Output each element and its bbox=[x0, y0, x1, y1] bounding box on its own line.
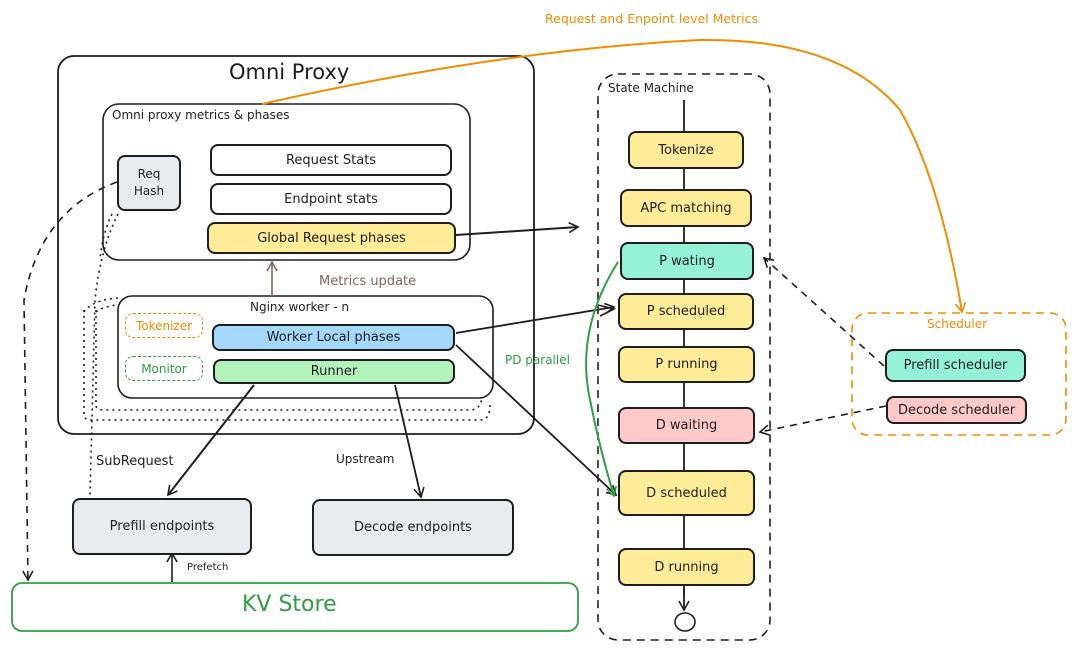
prefill-scheduler-arrow bbox=[762, 256, 885, 367]
state-label: D waiting bbox=[655, 418, 718, 433]
kv-store-label: KV Store bbox=[242, 592, 337, 617]
request-stats-label: Request Stats bbox=[285, 152, 377, 168]
decode-scheduler-label: Decode scheduler bbox=[897, 402, 1016, 418]
upstream-label: Upstream bbox=[336, 452, 395, 466]
kv-store-container bbox=[11, 582, 579, 632]
worker-stack-top bbox=[83, 297, 119, 313]
subrequest-dotted-link bbox=[89, 213, 119, 496]
state-machine-container bbox=[597, 73, 771, 641]
worker-stack-outline-1 bbox=[95, 310, 483, 411]
worker-to-pscheduled-arrow bbox=[455, 302, 616, 334]
metrics-group-container bbox=[102, 103, 471, 261]
endpoint-stats-label: Endpoint stats bbox=[284, 191, 378, 207]
scheduler-container bbox=[851, 312, 1067, 436]
metrics-flow-label: Request and Enpoint level Metrics bbox=[545, 11, 758, 26]
prefill-endpoints-box: Prefill endpoints bbox=[72, 498, 252, 555]
prefill-endpoints-label: Prefill endpoints bbox=[109, 519, 215, 534]
monitor-label: Monitor bbox=[141, 361, 187, 376]
req-hash-box: Req Hash bbox=[117, 155, 181, 211]
global-request-phases-box: Global Request phases bbox=[207, 222, 456, 254]
tokenizer-box: Tokenizer bbox=[125, 313, 203, 338]
reqhash-to-kvstore-arrow bbox=[22, 181, 118, 582]
end-state-circle bbox=[674, 612, 696, 632]
decode-scheduler-arrow bbox=[758, 405, 887, 436]
state-p-scheduled: P scheduled bbox=[618, 293, 754, 330]
runner-to-prefill-arrow bbox=[166, 384, 255, 497]
decode-scheduler-box: Decode scheduler bbox=[886, 396, 1027, 424]
endpoint-stats-box: Endpoint stats bbox=[210, 183, 452, 215]
worker-local-phases-box: Worker Local phases bbox=[212, 324, 455, 351]
state-d-running: D running bbox=[618, 548, 755, 586]
reqhash-dotted-link-2 bbox=[99, 213, 113, 261]
state-label: Tokenize bbox=[658, 142, 714, 158]
state-machine-title: State Machine bbox=[608, 81, 694, 95]
scheduler-title: Scheduler bbox=[927, 317, 988, 331]
metrics-orange-curve bbox=[261, 38, 967, 314]
prefill-scheduler-label: Prefill scheduler bbox=[903, 358, 1008, 373]
state-p-running: P running bbox=[618, 346, 755, 383]
subrequest-label: SubRequest bbox=[96, 454, 174, 469]
state-label: P running bbox=[655, 357, 718, 372]
prefetch-label: Prefetch bbox=[187, 562, 229, 573]
prefill-scheduler-box: Prefill scheduler bbox=[885, 349, 1026, 382]
tokenizer-label: Tokenizer bbox=[135, 318, 193, 333]
state-tokenize: Tokenize bbox=[628, 131, 744, 169]
pd-parallel-arrowhead-top bbox=[597, 304, 617, 317]
decode-endpoints-label: Decode endpoints bbox=[354, 520, 472, 535]
worker-stack-outline-2 bbox=[83, 310, 491, 421]
state-label: D running bbox=[654, 559, 719, 575]
req-hash-label: Req Hash bbox=[133, 167, 165, 198]
metrics-group-title: Omni proxy metrics & phases bbox=[112, 108, 290, 122]
state-d-scheduled: D scheduled bbox=[618, 470, 755, 516]
runner-to-decode-arrow bbox=[394, 384, 425, 499]
state-p-waiting: P wating bbox=[620, 242, 754, 280]
pd-parallel-label: PD parallel bbox=[505, 353, 570, 367]
global-phases-arrow bbox=[455, 221, 580, 236]
omni-proxy-title: Omni Proxy bbox=[229, 60, 350, 84]
state-apc-matching: APC matching bbox=[620, 189, 752, 227]
pd-parallel-curve bbox=[585, 261, 619, 498]
worker-to-dscheduled-arrow bbox=[455, 344, 618, 497]
state-d-waiting: D waiting bbox=[618, 407, 755, 444]
decode-endpoints-box: Decode endpoints bbox=[312, 499, 514, 556]
runner-label: Runner bbox=[310, 364, 358, 379]
worker-local-label: Worker Local phases bbox=[266, 330, 401, 345]
request-stats-box: Request Stats bbox=[210, 144, 452, 176]
state-label: P wating bbox=[659, 253, 715, 269]
nginx-worker-title: Nginx worker - n bbox=[250, 300, 349, 314]
state-label: APC matching bbox=[640, 200, 732, 216]
metrics-update-label: Metrics update bbox=[319, 274, 417, 289]
state-label: D scheduled bbox=[646, 485, 727, 501]
state-label: P scheduled bbox=[646, 304, 726, 319]
omni-proxy-container bbox=[57, 55, 535, 435]
global-phases-label: Global Request phases bbox=[257, 230, 406, 246]
runner-box: Runner bbox=[213, 359, 455, 384]
monitor-box: Monitor bbox=[125, 356, 203, 381]
